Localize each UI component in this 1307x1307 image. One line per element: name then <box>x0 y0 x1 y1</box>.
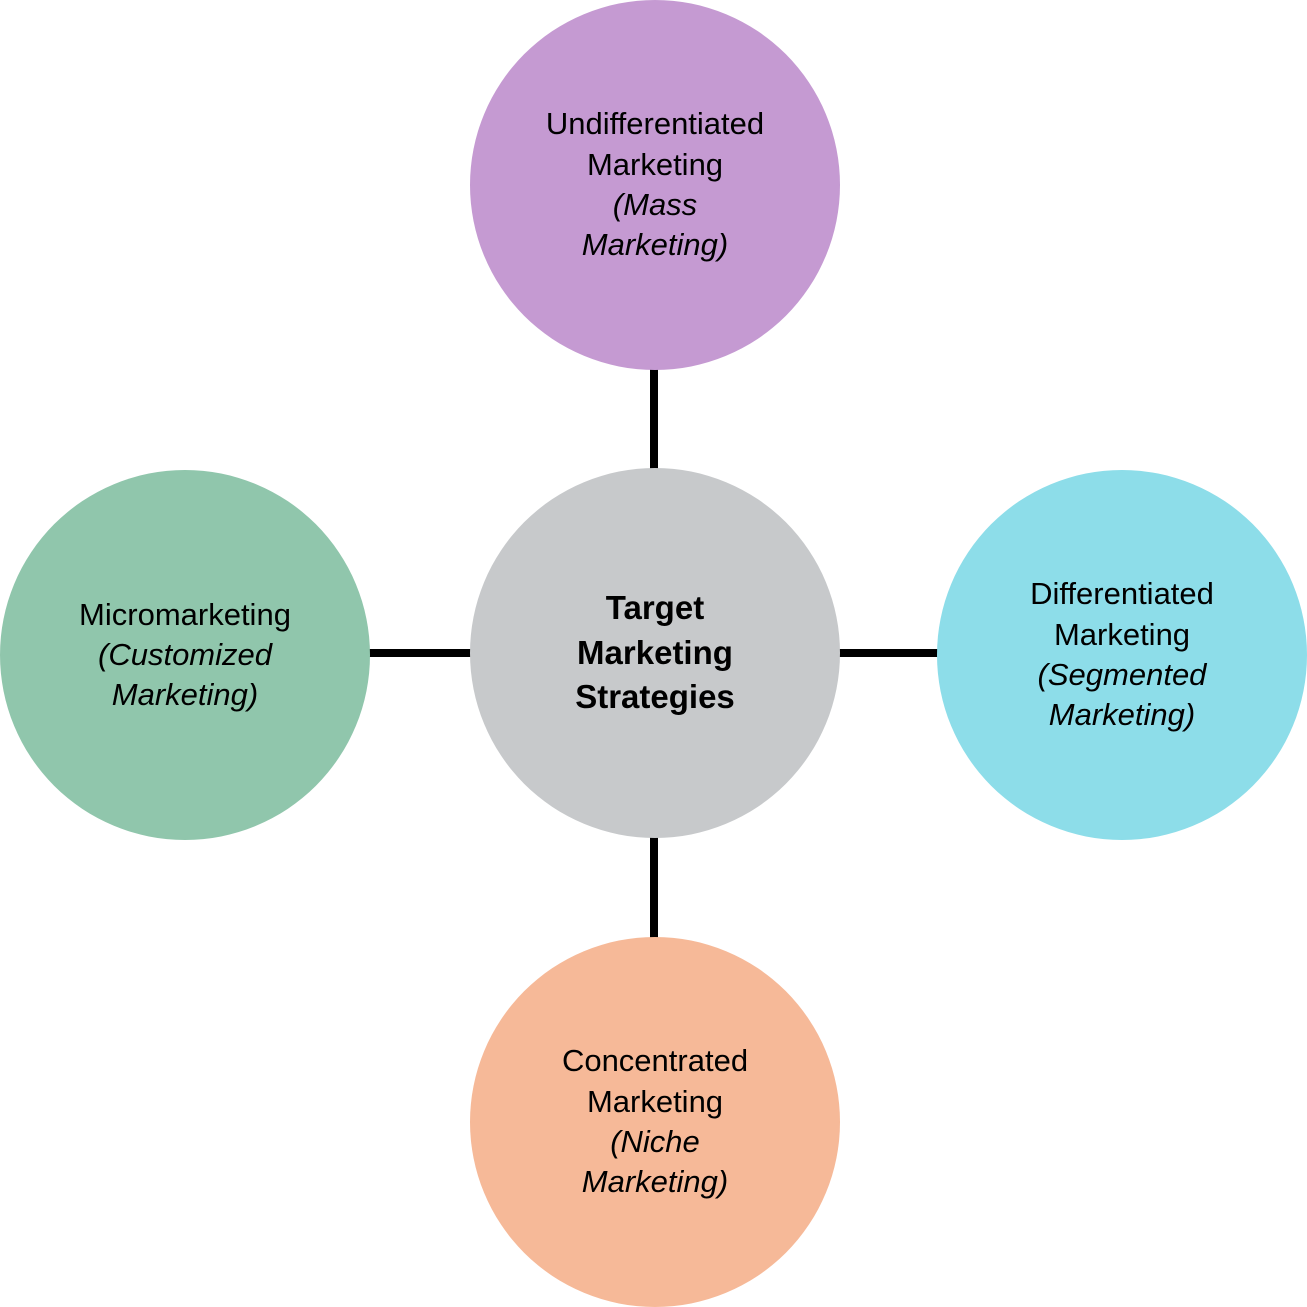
node-differentiated-marketing: Differentiated Marketing (Segmented Mark… <box>937 470 1307 840</box>
node-sublabel: (Mass Marketing) <box>581 187 729 263</box>
node-label: Micromarketing <box>79 596 291 632</box>
node-concentrated-marketing: Concentrated Marketing (Niche Marketing) <box>470 937 840 1307</box>
node-micromarketing: Micromarketing (Customized Marketing) <box>0 470 370 840</box>
connector-center-to-bottom <box>650 833 658 945</box>
node-sublabel: (Niche Marketing) <box>581 1124 729 1200</box>
node-label: Target Marketing Strategies <box>575 589 735 716</box>
node-sublabel: (Segmented Marketing) <box>1037 657 1207 733</box>
connector-center-to-top <box>650 362 658 474</box>
node-sublabel: (Customized Marketing) <box>98 636 272 713</box>
node-target-marketing-strategies: Target Marketing Strategies <box>470 468 840 838</box>
node-label: Differentiated Marketing <box>1030 576 1214 652</box>
connector-center-to-right <box>833 649 945 657</box>
connector-center-to-left <box>362 649 474 657</box>
node-label: Concentrated Marketing <box>561 1043 749 1119</box>
node-label: Undifferentiated Marketing <box>545 106 765 182</box>
node-undifferentiated-marketing: Undifferentiated Marketing (Mass Marketi… <box>470 0 840 370</box>
